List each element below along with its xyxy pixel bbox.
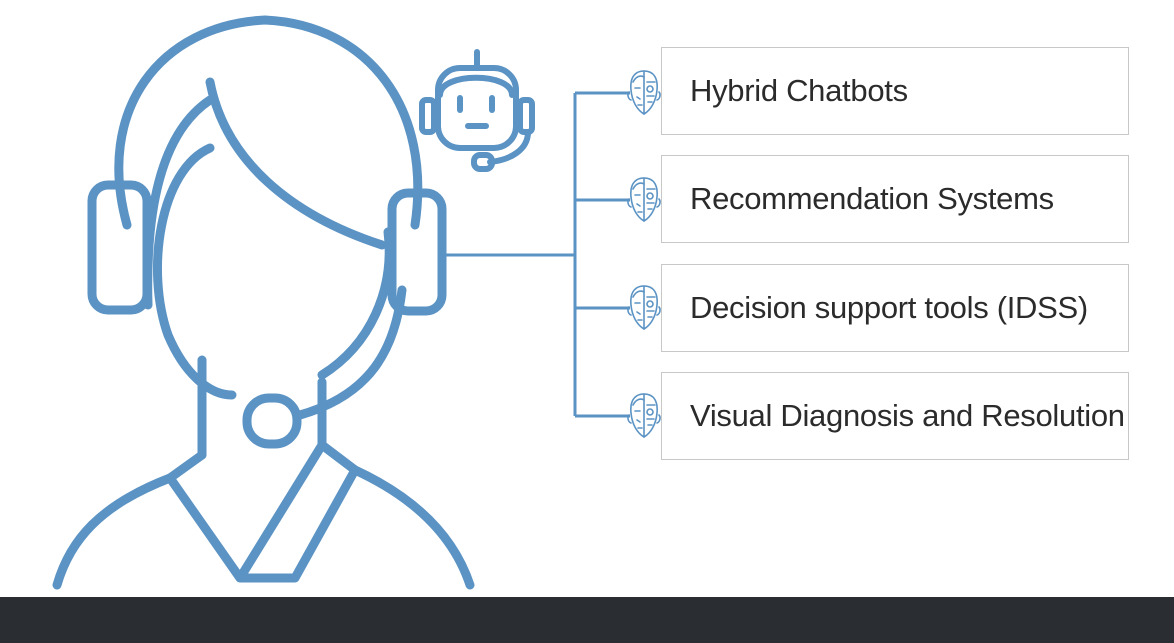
item-hybrid-chatbots: Hybrid Chatbots [661, 47, 1129, 135]
footer-bar [0, 597, 1174, 643]
item-label: Recommendation Systems [690, 181, 1054, 216]
item-visual-diagnosis: Visual Diagnosis and Resolution [661, 372, 1129, 460]
item-recommendation-systems: Recommendation Systems [661, 155, 1129, 243]
robot-face-icon [627, 70, 661, 115]
robot-face-icon [627, 393, 661, 438]
robot-face-icon [627, 285, 661, 330]
support-agent-headset-icon [52, 15, 475, 590]
item-label: Hybrid Chatbots [690, 73, 908, 108]
item-decision-support-tools: Decision support tools (IDSS) [661, 264, 1129, 352]
robot-face-icon [627, 177, 661, 222]
item-label: Visual Diagnosis and Resolution [690, 398, 1125, 433]
connector-lines [445, 91, 630, 418]
chatbot-robot-headset-icon [419, 49, 535, 172]
item-label: Decision support tools (IDSS) [690, 290, 1088, 325]
